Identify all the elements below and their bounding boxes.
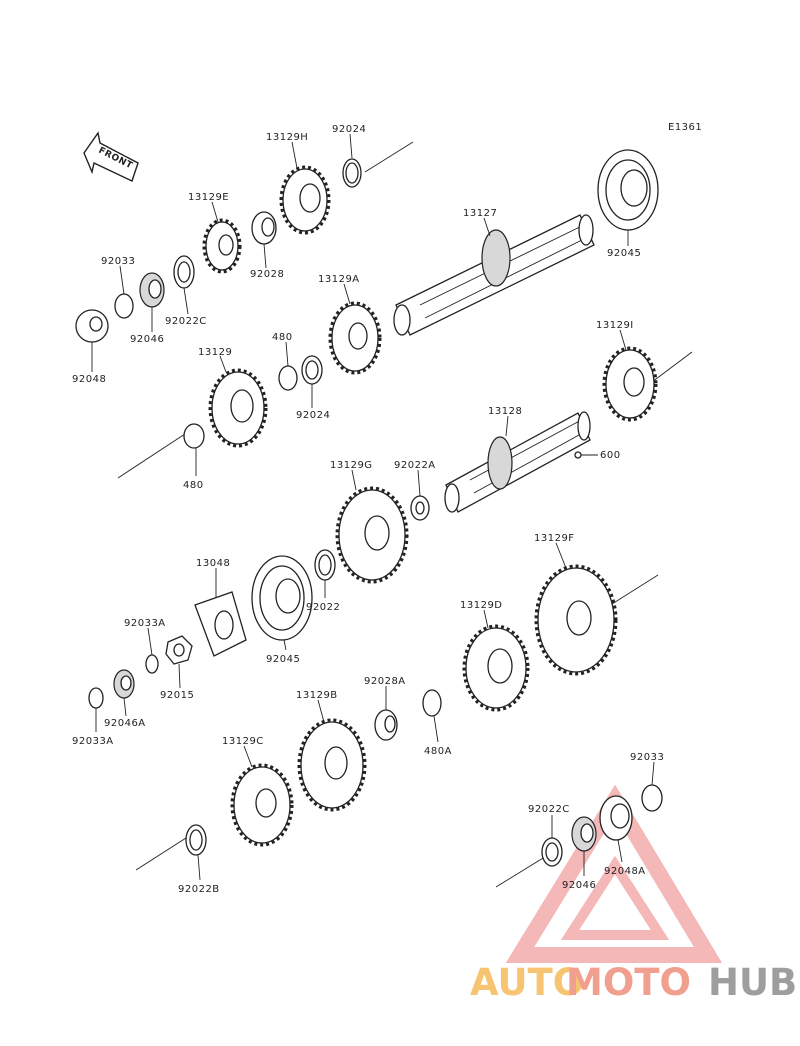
part-label-13128: 13128 [488, 406, 522, 417]
part-label-92033A-bottom: 92033A [72, 736, 114, 747]
gear-13129E [202, 218, 242, 274]
washer-92022A [410, 495, 430, 521]
part-label-92015: 92015 [160, 690, 194, 701]
bearing-92045-top [597, 149, 659, 231]
washer-92022C-bottom [541, 837, 563, 867]
leader-lines [91, 133, 655, 881]
part-label-13129I: 13129I [596, 320, 634, 331]
nut-92015 [165, 635, 193, 665]
part-label-92028: 92028 [250, 269, 284, 280]
watermark-logo-icon [505, 784, 723, 963]
part-label-92046-bottom: 92046 [562, 880, 596, 891]
main-shaft-13127 [393, 214, 595, 336]
part-label-13048: 13048 [196, 558, 230, 569]
part-label-92048A: 92048A [604, 866, 646, 877]
part-label-480-bottom: 480 [183, 480, 204, 491]
gear-13129H [279, 165, 331, 235]
gear-13129C [230, 763, 294, 847]
part-label-92033-bottom: 92033 [630, 752, 664, 763]
part-label-92046A: 92046A [104, 718, 146, 729]
part-label-92022C-bottom: 92022C [528, 804, 570, 815]
bearing-92045-mid [251, 555, 313, 641]
part-label-13127: 13127 [463, 208, 497, 219]
part-label-13129E: 13129E [188, 192, 229, 203]
part-label-92045-top: 92045 [607, 248, 641, 259]
circlip-92033A-bottom [88, 687, 104, 709]
gear-13129G [335, 486, 409, 584]
needle-bearing-92046-bottom [571, 816, 597, 852]
axis-lines [117, 141, 693, 888]
part-labels: 13129H 92024 13129E 13127 92045 92033 92… [72, 124, 664, 895]
part-label-13129G: 13129G [330, 460, 373, 471]
part-label-92033A-top: 92033A [124, 618, 166, 629]
part-label-600: 600 [600, 450, 621, 461]
ring-480-top [278, 365, 298, 391]
part-label-92046-top: 92046 [130, 334, 164, 345]
gear-13129B [297, 718, 367, 812]
diagram-code: E1361 [668, 122, 702, 133]
ring-480-bottom [183, 423, 205, 449]
part-label-13129F: 13129F [534, 533, 575, 544]
ring-480A [422, 689, 442, 717]
gear-13129I [602, 346, 658, 422]
part-label-92028A: 92028A [364, 676, 406, 687]
circlip-92033A-top [145, 654, 159, 674]
gear-13129 [208, 368, 268, 448]
shaft-13128 [444, 411, 591, 513]
collar-92048 [75, 309, 109, 343]
bearing-13048 [194, 591, 247, 657]
part-label-480-top: 480 [272, 332, 293, 343]
gear-13129A [328, 301, 382, 375]
watermark-auto: AUTO [470, 961, 584, 1004]
part-label-92022: 92022 [306, 602, 340, 613]
part-label-92022C-top: 92022C [165, 316, 207, 327]
watermark-text: AUTO MOTO HUB [470, 961, 797, 1004]
washer-92022B [185, 824, 207, 856]
part-label-92022A: 92022A [394, 460, 436, 471]
circlip-92033-top [114, 293, 134, 319]
watermark-hub: HUB [708, 961, 797, 1004]
front-arrow-icon: FRONT [83, 131, 139, 182]
collar-92048A [599, 795, 633, 841]
circlip-92033-bottom [641, 784, 663, 812]
part-label-13129H: 13129H [266, 132, 308, 143]
gear-13129D [462, 624, 530, 712]
part-label-480A: 480A [424, 746, 452, 757]
needle-bearing-92046-top [139, 272, 165, 308]
bush-92028 [251, 211, 277, 245]
needle-bearing-92046A [113, 669, 135, 699]
washer-92022C-top [173, 255, 195, 289]
part-label-92048: 92048 [72, 374, 106, 385]
gear-13129F [534, 564, 618, 676]
part-label-92045-mid: 92045 [266, 654, 300, 665]
part-label-92022B: 92022B [178, 884, 220, 895]
bush-92028A [374, 709, 398, 741]
part-label-13129: 13129 [198, 347, 232, 358]
part-label-92024-mid: 92024 [296, 410, 330, 421]
ring-92024-mid [301, 355, 323, 385]
washer-92022 [314, 549, 336, 581]
watermark-moto: MOTO [566, 961, 691, 1004]
part-label-13129B: 13129B [296, 690, 338, 701]
part-label-92033-top: 92033 [101, 256, 135, 267]
part-label-13129A: 13129A [318, 274, 360, 285]
part-label-13129D: 13129D [460, 600, 503, 611]
ring-92024-top [342, 158, 362, 188]
part-label-92024-top: 92024 [332, 124, 366, 135]
part-label-13129C: 13129C [222, 736, 264, 747]
